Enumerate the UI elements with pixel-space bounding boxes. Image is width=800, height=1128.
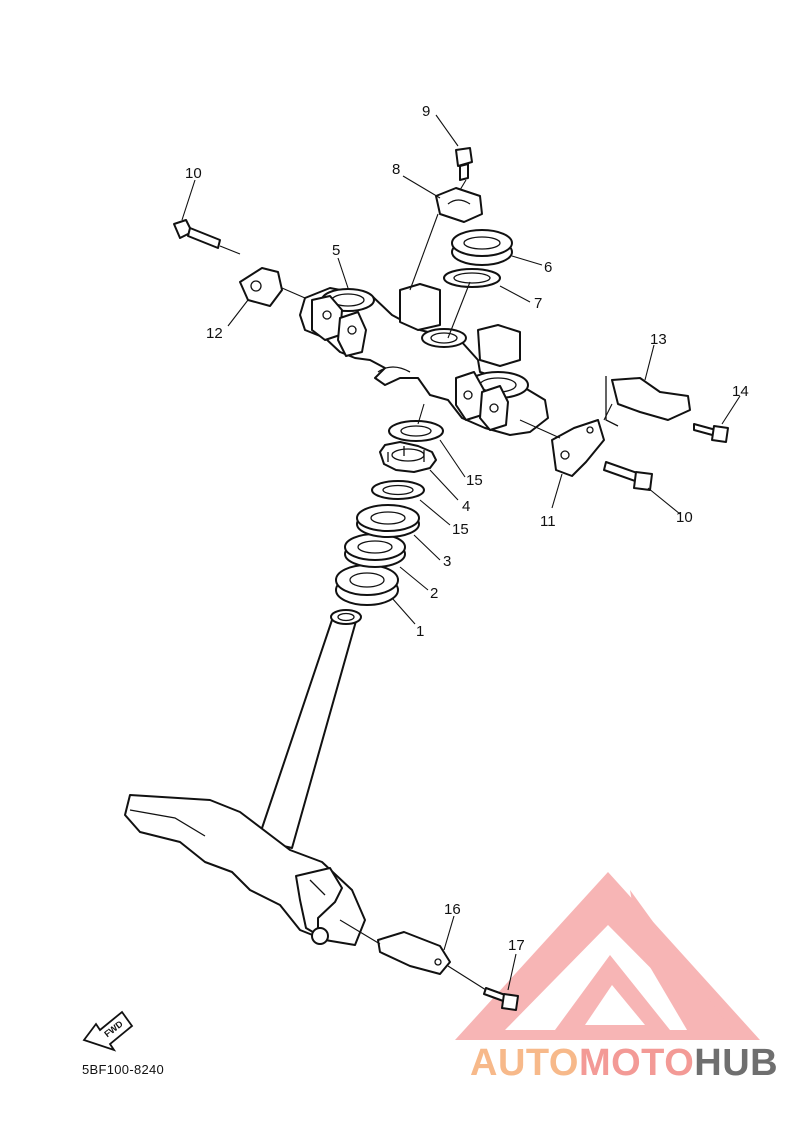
callout-17: 17 [508, 937, 525, 954]
callout-2: 2 [430, 585, 438, 602]
watermark-moto: MOTO [578, 1042, 695, 1084]
callout-14: 14 [732, 383, 749, 400]
part-code-label: 5BF100-8240 [82, 1062, 165, 1077]
upper-bearing-3 [356, 504, 420, 538]
washer-7 [443, 268, 501, 288]
callout-8: 8 [392, 161, 400, 178]
callout-16: 16 [444, 901, 461, 918]
callout-12: 12 [206, 325, 223, 342]
callout-1: 1 [416, 623, 424, 640]
watermark-hub: HUB [694, 1042, 779, 1084]
fwd-arrow-icon: FWD [82, 1010, 134, 1052]
callout-labels: 9 8 10 5 6 7 12 13 14 15 4 10 11 15 3 2 … [185, 103, 749, 954]
callout-13: 13 [650, 331, 667, 348]
holder-13 [605, 376, 691, 427]
damper-6 [451, 229, 513, 266]
oil-seal-2 [344, 533, 406, 568]
callout-9: 9 [422, 103, 430, 120]
washer-15-lower [371, 480, 425, 500]
watermark-auto: AUTO [470, 1042, 579, 1084]
bracket-11 [551, 419, 605, 477]
watermark-logo [455, 872, 760, 1040]
callout-11: 11 [540, 513, 556, 530]
watermark-text: AUTOMOTOHUB [470, 1042, 778, 1085]
callout-10-right: 10 [676, 509, 693, 526]
assembly-lines [219, 179, 613, 991]
callout-4: 4 [462, 498, 470, 515]
bolt-17 [483, 987, 519, 1011]
handlebar-holder-8 [435, 187, 483, 223]
callout-6: 6 [544, 259, 552, 276]
clamp-16 [377, 931, 451, 975]
steering-stem-tube [257, 609, 362, 849]
callout-15-lower: 15 [452, 521, 469, 538]
callout-15-upper: 15 [466, 472, 483, 489]
under-bracket [124, 794, 366, 946]
lower-bearing-1 [335, 564, 399, 606]
callout-3: 3 [443, 553, 451, 570]
bolt-10-upper [173, 219, 221, 249]
callout-5: 5 [332, 242, 340, 259]
bolt-9 [455, 147, 473, 181]
upper-bracket [299, 283, 549, 436]
ring-nut-4 [379, 441, 437, 473]
callout-10-upper: 10 [185, 165, 202, 182]
bracket-12 [239, 267, 283, 307]
callout-leaders [181, 114, 741, 991]
bolt-10-right [603, 461, 653, 491]
washer-15-upper [388, 420, 444, 442]
callout-7: 7 [534, 295, 542, 312]
bolt-14 [693, 423, 729, 443]
